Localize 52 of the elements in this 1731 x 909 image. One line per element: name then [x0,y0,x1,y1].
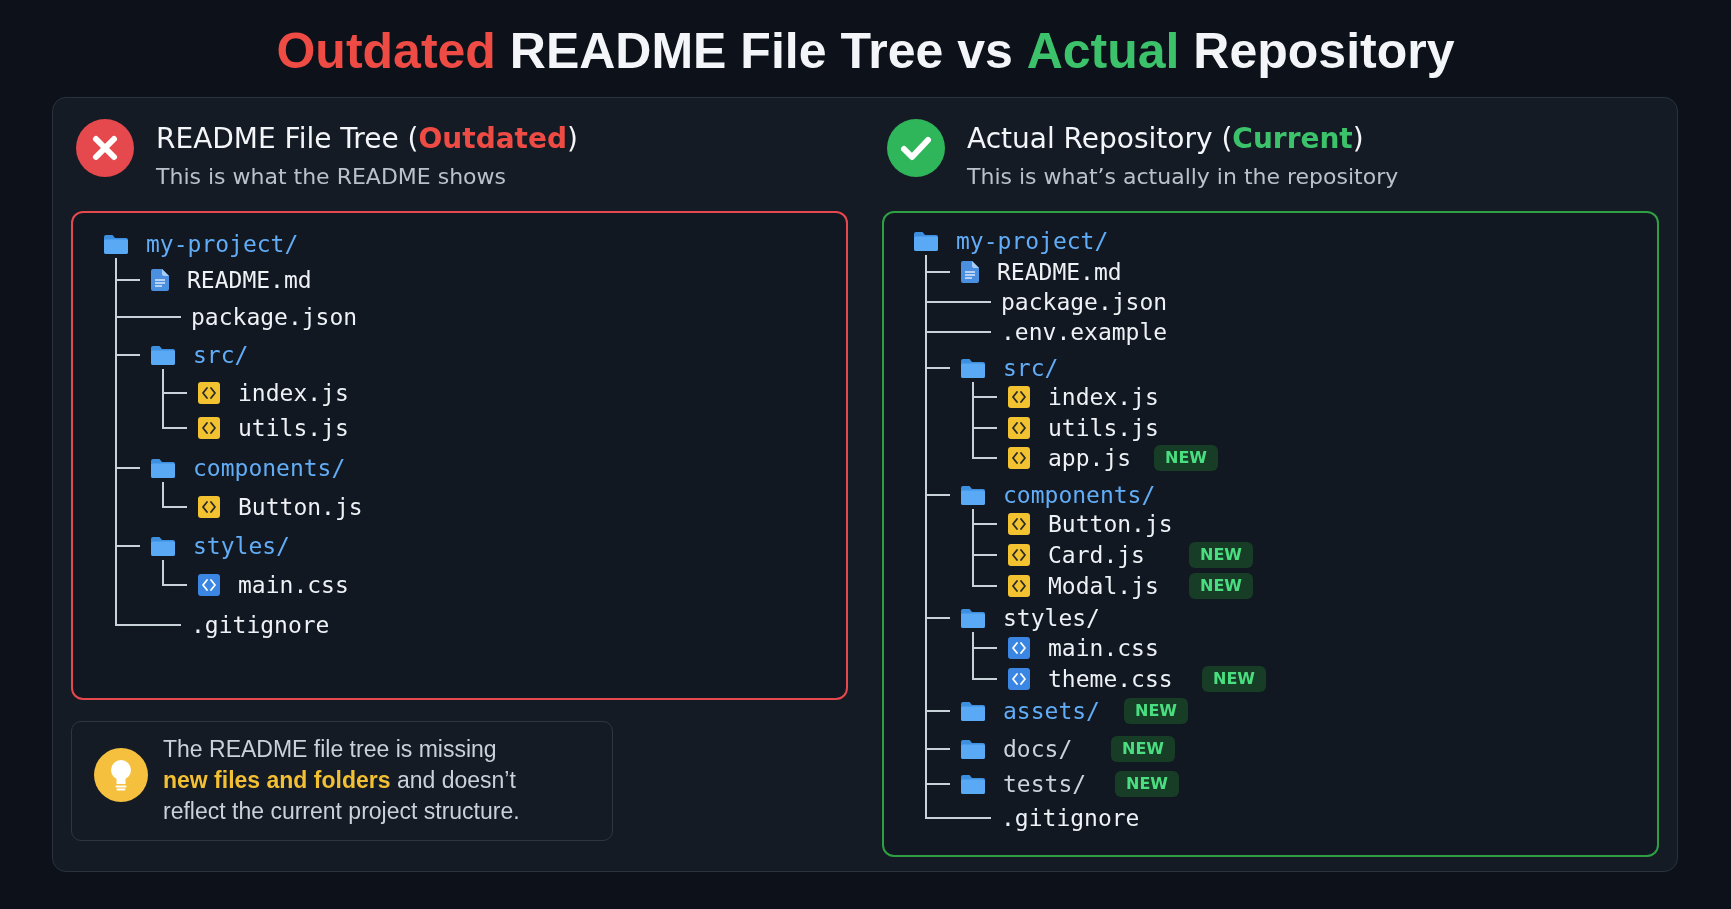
tree-line [972,508,998,587]
panel-subtitle: This is what’s actually in the repository [967,163,1399,191]
note-text: The README file tree is missing new files and folders and doesn’t reflect the current project structure. [163,735,521,826]
folder-name: src/ [1003,354,1059,382]
file-name: main.css [238,571,349,599]
folder-name: styles/ [1003,604,1100,632]
tree-line [925,254,992,819]
status-badge: NEW [1154,445,1218,471]
file-name: theme.css [1048,665,1173,693]
tree-line [162,559,188,586]
panel-heading: Actual Repository (Current) [967,122,1364,156]
file-name: index.js [238,379,349,407]
tree-line [162,368,188,429]
folder-name: src/ [193,341,249,369]
file-name: package.json [191,303,358,331]
file-name: utils.js [1048,414,1159,442]
status-badge: NEW [1189,542,1253,568]
file-name: .env.example [1001,318,1168,346]
tree-line [972,631,998,680]
status-badge: NEW [1124,698,1188,724]
tree-line [972,381,998,459]
file-name: README.md [187,266,312,294]
status-badge: NEW [1111,736,1175,762]
page-title: Outdated README File Tree vs Actual Repository [276,22,1455,80]
panel-subtitle: This is what the README shows [156,163,507,191]
file-name: .gitignore [1001,804,1140,832]
folder-name: my-project/ [146,230,299,258]
folder-name: components/ [193,454,346,482]
panel-heading: README File Tree (Outdated) [156,122,578,156]
folder-name: tests/ [1003,770,1087,798]
folder-name: docs/ [1003,735,1073,763]
tree-line [162,481,188,508]
file-name: app.js [1048,444,1132,472]
folder-name: assets/ [1003,697,1100,725]
folder-name: components/ [1003,481,1156,509]
folder-name: my-project/ [956,227,1109,255]
status-badge: NEW [1115,771,1179,797]
file-name: Button.js [238,493,363,521]
tree-line [115,257,182,626]
file-name: Modal.js [1048,572,1159,600]
file-name: package.json [1001,288,1168,316]
file-name: Button.js [1048,510,1173,538]
file-name: Card.js [1048,541,1145,569]
status-badge: NEW [1189,573,1253,599]
folder-name: styles/ [193,532,290,560]
note-panel [71,721,613,841]
status-badge: NEW [1202,666,1266,692]
file-name: main.css [1048,634,1159,662]
file-name: index.js [1048,383,1159,411]
file-name: README.md [997,258,1122,286]
file-name: utils.js [238,414,349,442]
file-name: .gitignore [191,611,330,639]
